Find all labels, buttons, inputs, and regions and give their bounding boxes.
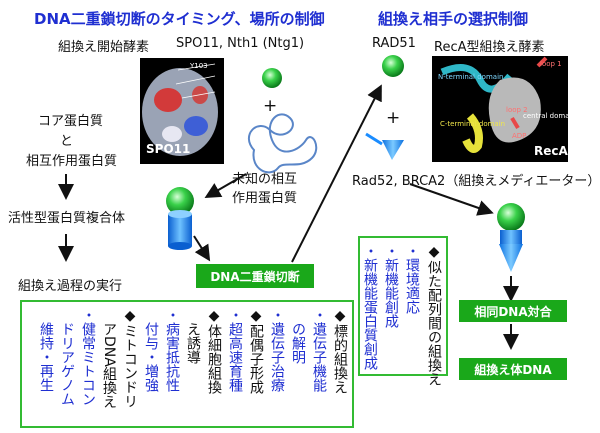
right-box-col-1: ◆似た配列間の組換え bbox=[426, 244, 442, 386]
active-complex-label: 活性型蛋白質複合体 bbox=[8, 211, 126, 226]
unknown-partner-line2: 作用蛋白質 bbox=[232, 191, 298, 206]
execution-label: 組換え過程の実行 bbox=[18, 279, 123, 294]
app-col-8: え誘導 bbox=[185, 308, 201, 364]
reca-label: RecA型組換え酵素 bbox=[434, 40, 545, 55]
right-box-col-4: ・新機能蛋白質創成 bbox=[362, 244, 378, 370]
core-protein-line1: コア蛋白質 bbox=[38, 114, 104, 129]
app-col-15: 維持・再生 bbox=[38, 308, 54, 392]
filament-shape bbox=[499, 230, 523, 272]
right-box-col-2: ・環境適応 bbox=[404, 244, 420, 314]
reca-domain-n: N-terminal domain bbox=[438, 73, 504, 81]
left-section-title: DNA二重鎖切断のタイミング、場所の制御 bbox=[34, 10, 325, 28]
app-col-1: ◆標的組換え bbox=[332, 308, 348, 394]
rad51-ball bbox=[382, 55, 404, 77]
reca-adp: ADP bbox=[512, 132, 527, 140]
app-col-2: ・遺伝子機能 bbox=[311, 308, 327, 392]
filament-ball bbox=[497, 203, 525, 231]
core-protein-line3: 相互作用蛋白質 bbox=[26, 154, 118, 169]
spo11-structure-image bbox=[140, 58, 224, 164]
reca-domain-central: central domain bbox=[523, 112, 576, 120]
core-protein-line2: と bbox=[60, 134, 74, 149]
right-box-col-3: ・新機能創成 bbox=[383, 244, 399, 328]
mediator-triangle bbox=[382, 140, 404, 160]
enzyme-names: SPO11, Nth1 (Ntg1) bbox=[176, 36, 305, 51]
rad51-label: RAD51 bbox=[372, 36, 416, 51]
app-col-11: ◆ミトコンドリ bbox=[122, 308, 138, 408]
plus-sign-left: + bbox=[263, 96, 278, 116]
app-col-3: の解明 bbox=[290, 308, 306, 364]
mediators-label: Rad52, BRCA2（組換えメディエーター） bbox=[352, 174, 600, 189]
reca-loop1: loop 1 bbox=[540, 60, 562, 68]
applications-box: ◆標的組換え ・遺伝子機能 の解明 ・遺伝子治療 ◆配偶子形成 ・超高速育種 ◆… bbox=[20, 300, 354, 428]
app-col-7: ◆体細胞組換 bbox=[206, 308, 222, 394]
recombinant-dna-box: 組換え体DNA bbox=[459, 358, 567, 380]
spo11-caption: SPO11 bbox=[146, 142, 191, 156]
reca-domain-c: C-terminal domain bbox=[440, 120, 506, 128]
reca-caption: RecA bbox=[534, 144, 568, 158]
app-col-13: ・健常ミトコン bbox=[80, 308, 96, 406]
unknown-partner-line1: 未知の相互 bbox=[232, 172, 298, 187]
protein-ball-1 bbox=[262, 68, 282, 88]
app-col-9: ・病害抵抗性 bbox=[164, 308, 180, 392]
app-col-4: ・遺伝子治療 bbox=[269, 308, 285, 392]
app-col-14: ドリアゲノム bbox=[59, 308, 75, 406]
right-section-title: 組換え相手の選択制御 bbox=[378, 10, 529, 28]
diagram-canvas bbox=[58, 55, 568, 350]
reca-loop2: loop 2 bbox=[506, 106, 528, 114]
unknown-partner-squiggle bbox=[247, 113, 318, 174]
spo11-tag: Y103 bbox=[190, 62, 208, 70]
homologous-pairing-box: 相同DNA対合 bbox=[459, 300, 567, 322]
reca-structure-image bbox=[432, 56, 568, 162]
plus-sign-right: + bbox=[386, 108, 401, 128]
complex-cylinder bbox=[168, 210, 192, 250]
complex-ball bbox=[166, 187, 194, 215]
similar-sequence-box: ◆似た配列間の組換え ・環境適応 ・新機能創成 ・新機能蛋白質創成 bbox=[358, 236, 448, 386]
app-col-6: ・超高速育種 bbox=[227, 308, 243, 392]
app-col-12: アDNA組換え bbox=[101, 308, 117, 409]
app-col-5: ◆配偶子形成 bbox=[248, 308, 264, 394]
enzyme-label: 組換え開始酵素 bbox=[58, 40, 150, 55]
dsb-box: DNA二重鎖切断 bbox=[196, 264, 314, 288]
app-col-10: 付与・増強 bbox=[143, 308, 159, 392]
